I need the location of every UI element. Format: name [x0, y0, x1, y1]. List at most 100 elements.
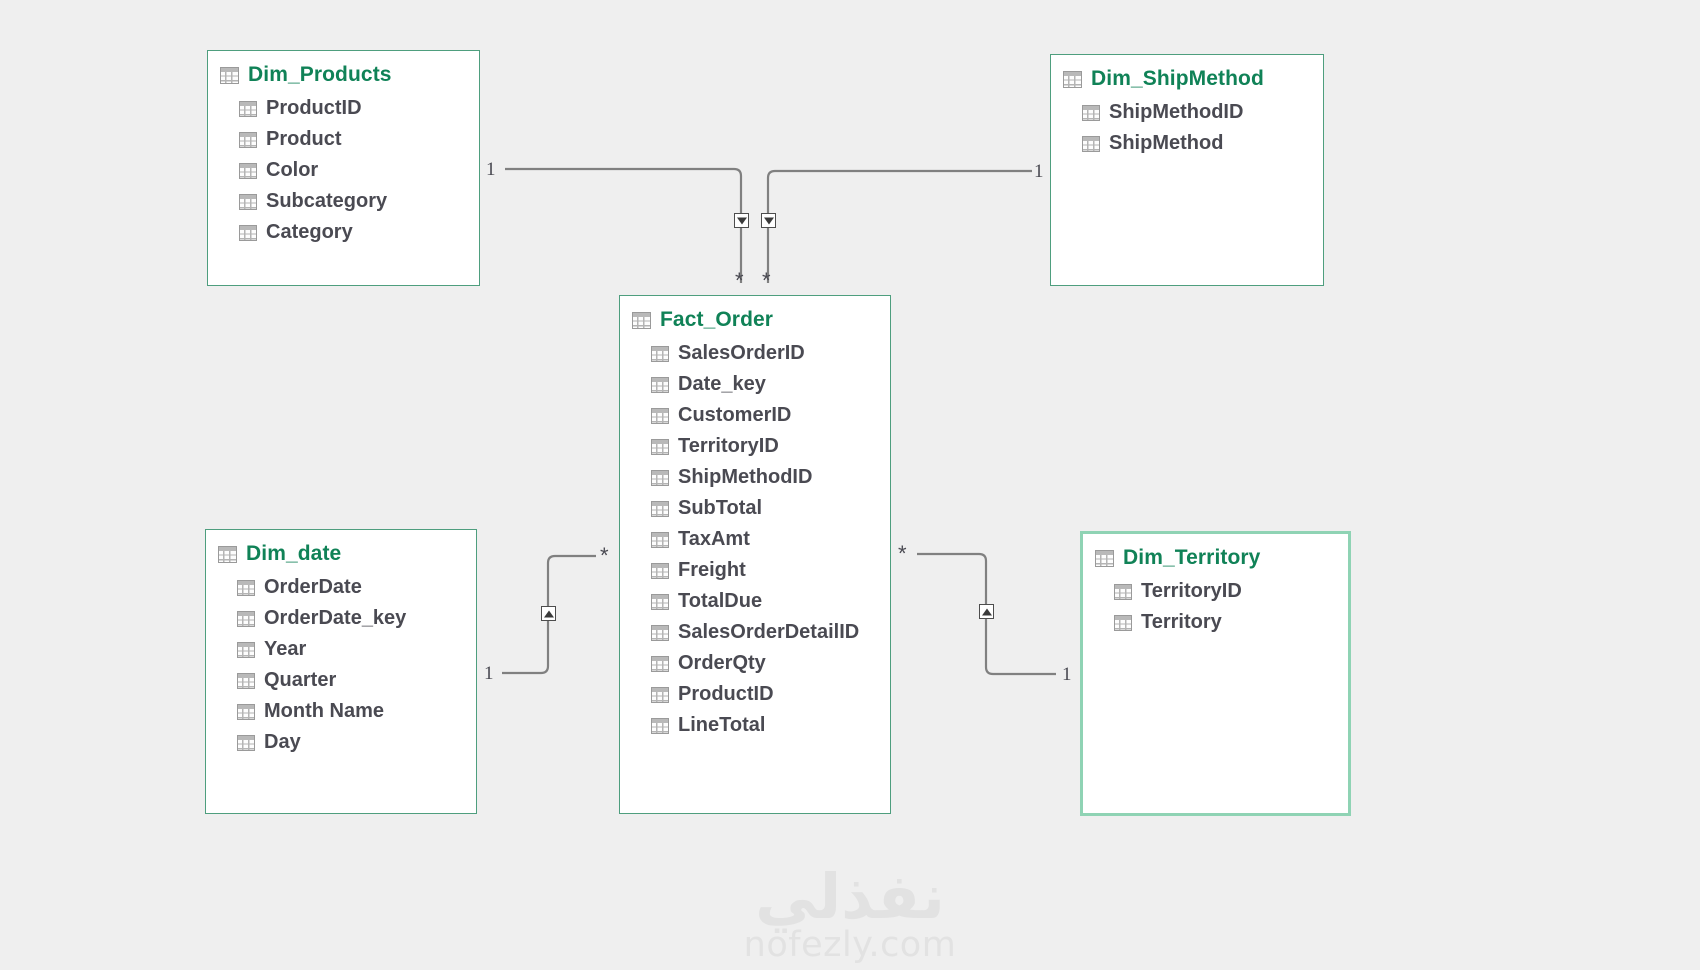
field-name: Product — [266, 128, 342, 150]
cardinality-one-shipmethod: 1 — [1034, 161, 1044, 182]
field-name: SalesOrderDetailID — [678, 621, 860, 643]
column-grid-icon — [239, 162, 257, 179]
field-row[interactable]: TotalDue — [651, 586, 890, 617]
table-header-dim-products[interactable]: Dim_Products — [208, 51, 479, 87]
field-name: TerritoryID — [1141, 580, 1242, 602]
field-row[interactable]: OrderQty — [651, 648, 890, 679]
watermark: نفذلي nofezly.com — [0, 860, 1700, 964]
column-grid-icon — [651, 593, 669, 610]
column-grid-icon — [651, 717, 669, 734]
field-row[interactable]: ShipMethodID — [651, 462, 890, 493]
field-row[interactable]: Product — [239, 124, 479, 155]
table-grid-icon — [220, 66, 239, 84]
table-header-dim-territory[interactable]: Dim_Territory — [1083, 534, 1348, 570]
table-card-fact-order[interactable]: Fact_Order SalesOrderID Date_key Custome… — [619, 295, 891, 814]
column-grid-icon — [239, 131, 257, 148]
table-card-dim-date[interactable]: Dim_date OrderDate OrderDate_key Year Qu… — [205, 529, 477, 814]
column-grid-icon — [651, 438, 669, 455]
field-row[interactable]: ShipMethodID — [1082, 97, 1323, 128]
filter-arrow-down-icon-products[interactable] — [734, 213, 749, 228]
table-grid-icon — [218, 545, 237, 563]
field-row[interactable]: Day — [237, 727, 476, 758]
column-grid-icon — [651, 686, 669, 703]
field-row[interactable]: Color — [239, 155, 479, 186]
field-name: OrderDate_key — [264, 607, 407, 629]
table-header-fact-order[interactable]: Fact_Order — [620, 296, 890, 332]
field-row[interactable]: SalesOrderID — [651, 338, 890, 369]
table-card-dim-products[interactable]: Dim_Products ProductID Product Color Sub… — [207, 50, 480, 286]
field-name: CustomerID — [678, 404, 792, 426]
field-list-dim-products: ProductID Product Color Subcategory Cate… — [208, 87, 479, 248]
cardinality-many-products: * — [735, 268, 744, 293]
column-grid-icon — [1114, 614, 1132, 631]
column-grid-icon — [651, 655, 669, 672]
field-name: Quarter — [264, 669, 337, 691]
column-grid-icon — [237, 641, 255, 658]
column-grid-icon — [651, 376, 669, 393]
table-card-dim-shipmethod[interactable]: Dim_ShipMethod ShipMethodID ShipMethod — [1050, 54, 1324, 286]
column-grid-icon — [237, 610, 255, 627]
column-grid-icon — [1082, 135, 1100, 152]
field-list-dim-shipmethod: ShipMethodID ShipMethod — [1051, 91, 1323, 159]
column-grid-icon — [651, 562, 669, 579]
column-grid-icon — [1082, 104, 1100, 121]
field-row[interactable]: TerritoryID — [1114, 576, 1348, 607]
field-row[interactable]: Subcategory — [239, 186, 479, 217]
field-name: ShipMethod — [1109, 132, 1224, 154]
field-row[interactable]: TaxAmt — [651, 524, 890, 555]
field-row[interactable]: Month Name — [237, 696, 476, 727]
field-row[interactable]: ProductID — [651, 679, 890, 710]
column-grid-icon — [239, 193, 257, 210]
field-name: TaxAmt — [678, 528, 750, 550]
field-row[interactable]: ProductID — [239, 93, 479, 124]
field-name: ShipMethodID — [1109, 101, 1244, 123]
field-row[interactable]: Year — [237, 634, 476, 665]
filter-arrow-up-icon-date[interactable] — [541, 606, 556, 621]
field-row[interactable]: LineTotal — [651, 710, 890, 741]
filter-arrow-down-icon-shipmethod[interactable] — [761, 213, 776, 228]
relationship-line-products-fact — [505, 167, 743, 283]
field-name: Territory — [1141, 611, 1222, 633]
field-row[interactable]: Freight — [651, 555, 890, 586]
field-list-dim-date: OrderDate OrderDate_key Year Quarter Mon… — [206, 566, 476, 758]
field-name: ShipMethodID — [678, 466, 813, 488]
field-name: OrderDate — [264, 576, 362, 598]
field-row[interactable]: OrderDate_key — [237, 603, 476, 634]
column-grid-icon — [651, 500, 669, 517]
column-grid-icon — [1114, 583, 1132, 600]
cardinality-one-date: 1 — [484, 663, 494, 684]
column-grid-icon — [239, 224, 257, 241]
field-row[interactable]: OrderDate — [237, 572, 476, 603]
column-grid-icon — [651, 345, 669, 362]
watermark-arabic-text: نفذلي — [755, 860, 945, 934]
field-name: Day — [264, 731, 301, 753]
field-name: ProductID — [266, 97, 362, 119]
table-card-dim-territory[interactable]: Dim_Territory TerritoryID Territory — [1080, 531, 1351, 816]
field-row[interactable]: SubTotal — [651, 493, 890, 524]
cardinality-one-products: 1 — [486, 159, 496, 180]
field-name: TerritoryID — [678, 435, 779, 457]
column-grid-icon — [651, 624, 669, 641]
field-row[interactable]: Territory — [1114, 607, 1348, 638]
cardinality-many-shipmethod: * — [762, 268, 771, 293]
field-name: Color — [266, 159, 319, 181]
table-title: Dim_ShipMethod — [1091, 67, 1264, 90]
table-header-dim-shipmethod[interactable]: Dim_ShipMethod — [1051, 55, 1323, 91]
field-row[interactable]: Category — [239, 217, 479, 248]
field-row[interactable]: SalesOrderDetailID — [651, 617, 890, 648]
field-name: SubTotal — [678, 497, 763, 519]
field-row[interactable]: Quarter — [237, 665, 476, 696]
field-name: Date_key — [678, 373, 766, 395]
field-row[interactable]: Date_key — [651, 369, 890, 400]
field-row[interactable]: ShipMethod — [1082, 128, 1323, 159]
field-row[interactable]: TerritoryID — [651, 431, 890, 462]
filter-arrow-up-icon-territory[interactable] — [979, 604, 994, 619]
table-title: Dim_Products — [248, 63, 392, 86]
field-row[interactable]: CustomerID — [651, 400, 890, 431]
column-grid-icon — [237, 734, 255, 751]
relationship-line-shipmethod-fact — [766, 169, 1032, 283]
field-name: Category — [266, 221, 353, 243]
field-name: OrderQty — [678, 652, 766, 674]
table-header-dim-date[interactable]: Dim_date — [206, 530, 476, 566]
